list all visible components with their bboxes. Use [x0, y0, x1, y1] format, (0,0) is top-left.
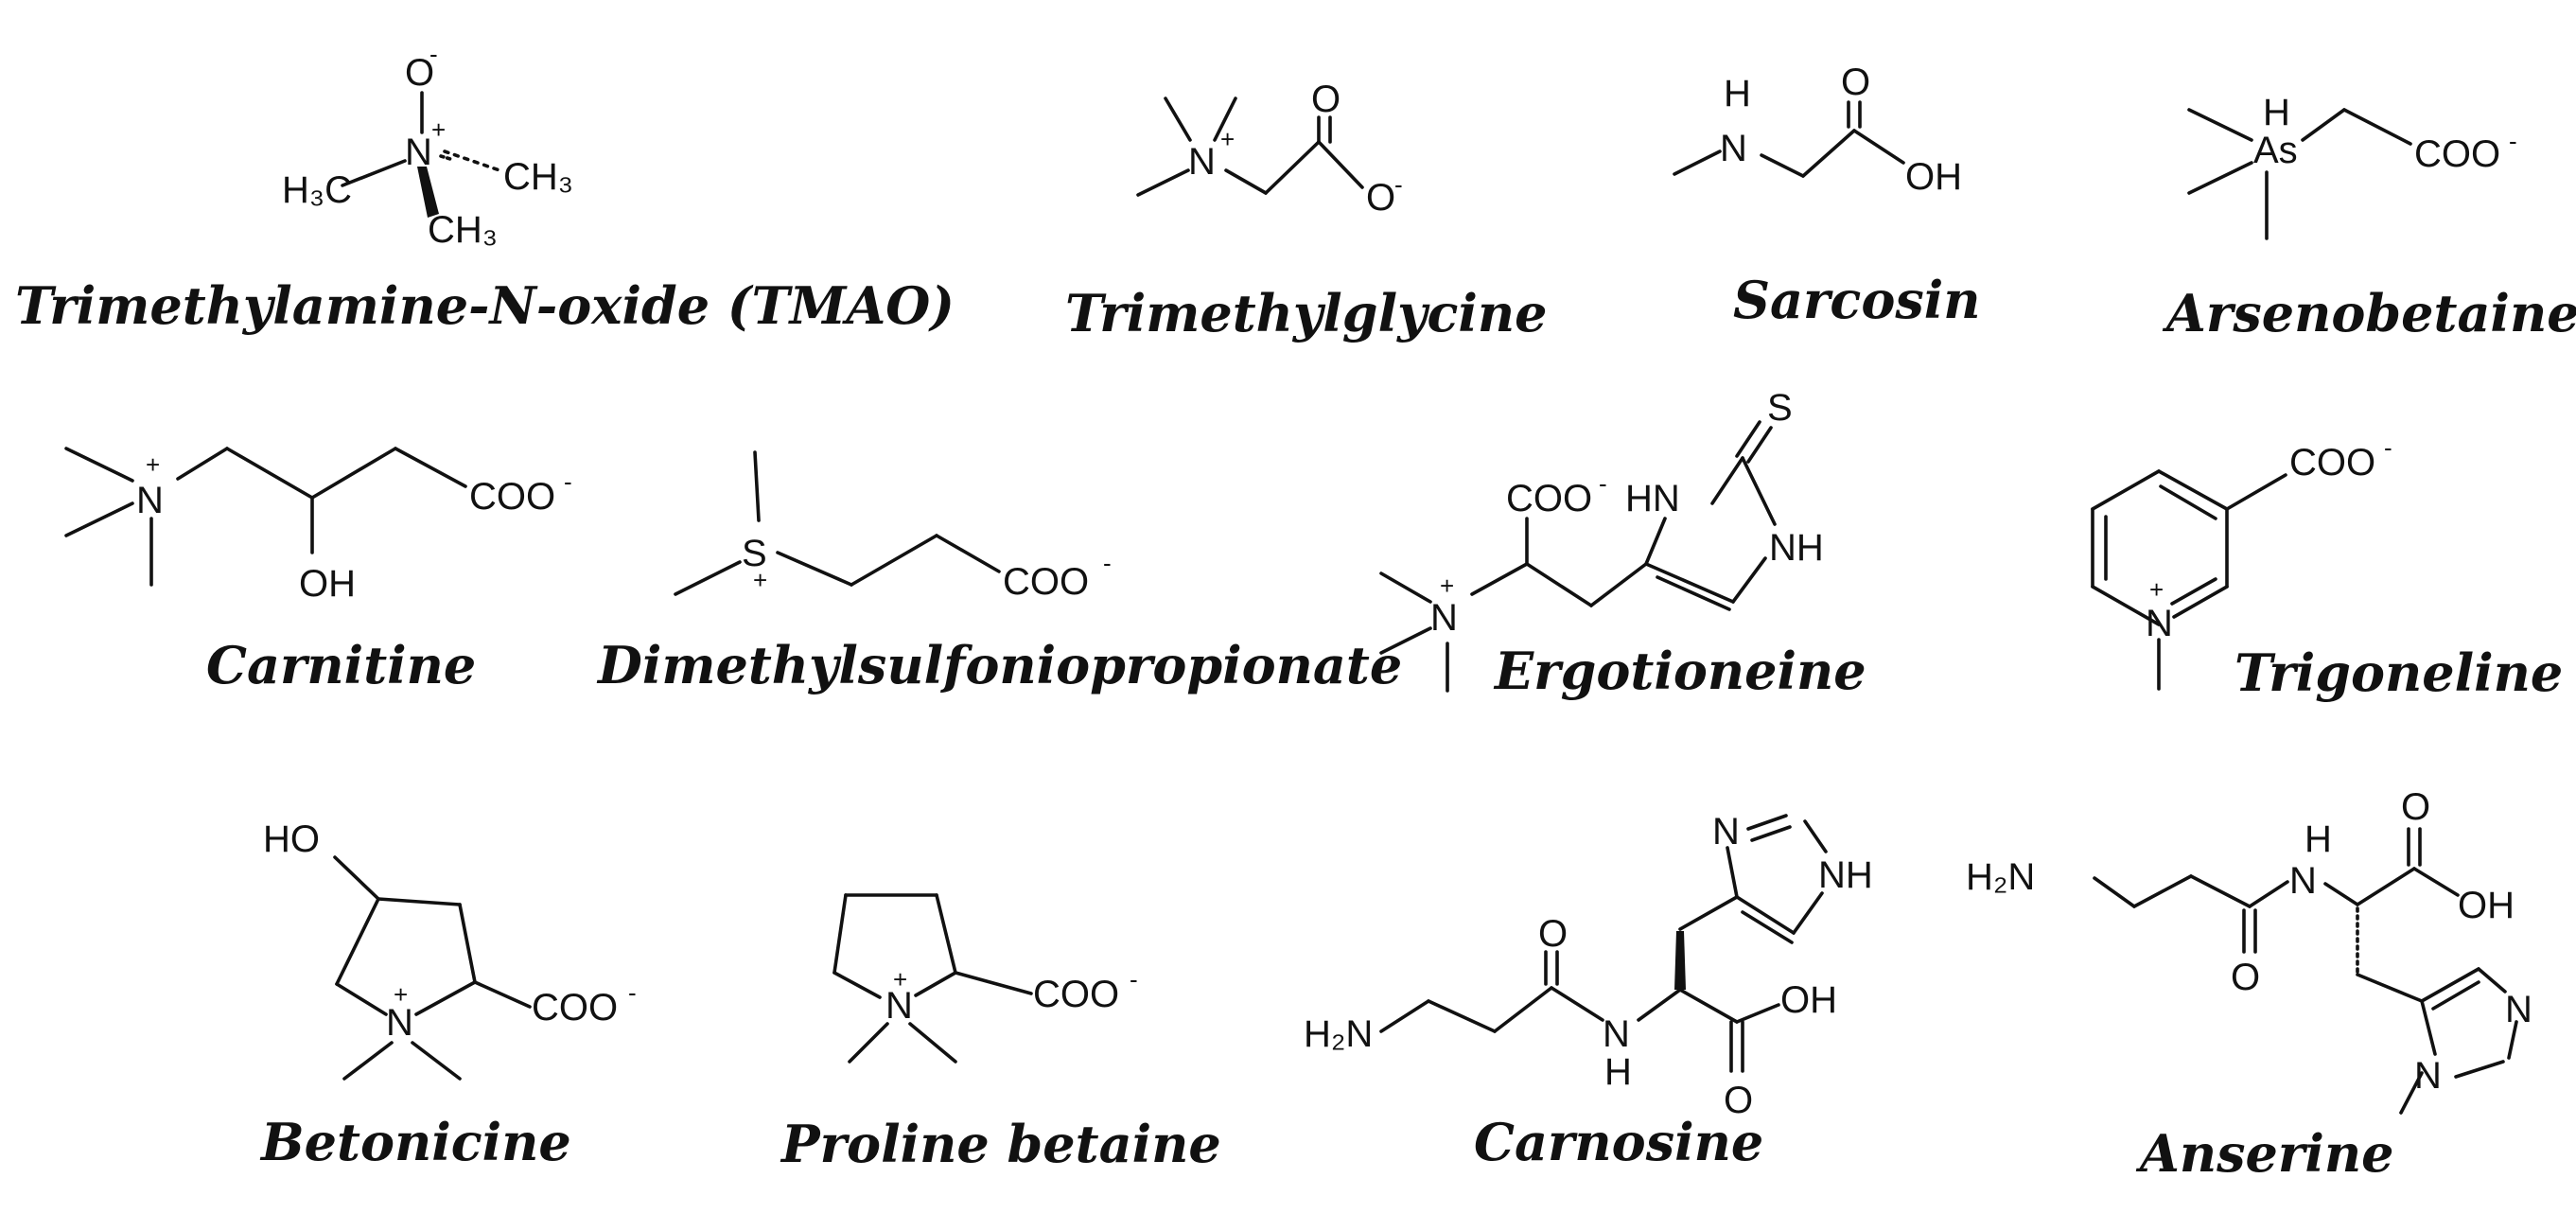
atom-oh: OH — [2458, 885, 2515, 926]
atom-coo: COO — [532, 987, 618, 1029]
molecule-carnitine: N + OH COO - Carnitine — [64, 447, 572, 695]
charge-minus: - — [1599, 469, 1607, 498]
atom-n: N — [885, 985, 913, 1027]
molecule-anserine: H₂N O H N O OH N N Anserine — [1966, 786, 2532, 1184]
atom-hn: HN — [1625, 478, 1680, 519]
atom-coo: COO — [1003, 561, 1089, 603]
atom-nh: NH — [1769, 527, 1824, 569]
atom-o: O — [1538, 913, 1568, 955]
charge-plus: + — [431, 115, 446, 144]
atom-ho: HO — [263, 818, 320, 860]
atom-n: N — [405, 132, 432, 173]
molecule-name: Anserine — [2135, 1123, 2394, 1184]
atom-n: N — [1720, 128, 1747, 169]
molecule-tmao: O - N + H₃C CH₃ CH₃ Trimethylamine-N-oxi… — [15, 40, 955, 336]
atom-coo: COO — [469, 476, 555, 518]
atom-o: O — [1311, 79, 1341, 120]
atom-h: H — [1604, 1051, 1632, 1093]
atom-n: N — [2289, 860, 2317, 902]
atom-n: N — [1430, 597, 1458, 639]
atom-ch3: CH₃ — [503, 156, 573, 198]
charge-plus: + — [394, 980, 408, 1009]
atom-coo: COO — [1033, 974, 1119, 1015]
atom-n: N — [136, 480, 164, 521]
atom-o: O — [1724, 1080, 1753, 1121]
atom-n: N — [386, 1002, 413, 1044]
molecule-trimethylglycine: N + O O - Trimethylglycine — [1065, 79, 1547, 343]
atom-o: O — [405, 52, 434, 94]
charge-plus: + — [1440, 572, 1454, 600]
molecule-name: Trimethylamine-N-oxide (TMAO) — [15, 275, 955, 336]
molecule-ergotioneine: N + COO - HN S NH Ergotioneine — [1379, 387, 1866, 701]
atom-o: O — [2231, 957, 2260, 998]
charge-minus: - — [1394, 170, 1403, 199]
atom-oh: OH — [1780, 979, 1837, 1021]
molecule-name: Arsenobetaine — [2162, 283, 2576, 343]
atom-coo: COO — [1506, 478, 1592, 519]
atom-as: As — [2253, 130, 2298, 171]
charge-minus: - — [628, 978, 637, 1007]
atom-o: O — [2401, 786, 2430, 828]
molecule-name: Trimethylglycine — [1065, 283, 1547, 343]
atom-h: H — [1724, 73, 1751, 114]
atom-coo: COO — [2289, 442, 2375, 484]
molecule-name: Ergotioneine — [1493, 641, 1866, 701]
atom-oh: OH — [1905, 156, 1962, 198]
molecule-proline-betaine: N + COO - Proline betaine — [780, 893, 1221, 1174]
molecule-sarcosin: H N O OH Sarcosin — [1673, 62, 1981, 330]
charge-minus: - — [2384, 433, 2392, 462]
atom-n: N — [2146, 603, 2173, 644]
atom-coo: COO — [2414, 133, 2500, 175]
molecule-name: Sarcosin — [1733, 270, 1981, 330]
charge-minus: - — [2509, 127, 2517, 155]
charge-minus: - — [1103, 549, 1112, 577]
atom-h: H — [2304, 818, 2332, 860]
atom-oh: OH — [299, 563, 356, 605]
molecule-trigoneline: N + COO - Trigoneline — [2091, 433, 2563, 703]
charge-plus: + — [753, 566, 767, 594]
atom-n: N — [1603, 1013, 1630, 1055]
charge-plus: + — [893, 965, 907, 994]
molecule-dmsp: S + COO - Dimethylsulfoniopropionate — [596, 450, 1402, 695]
wedge-bond — [417, 167, 439, 218]
molecule-name: Carnitine — [206, 635, 476, 695]
atom-h: H — [2263, 92, 2290, 133]
atom-h2n: H₂N — [1304, 1013, 1373, 1055]
atom-h3c: H₃C — [282, 169, 352, 211]
atom-n: N — [2505, 989, 2532, 1030]
atom-o: O — [1366, 177, 1395, 219]
charge-minus: - — [564, 467, 572, 496]
atom-h2n: H₂N — [1966, 856, 2035, 898]
atom-s: S — [742, 533, 767, 574]
wedge-bond — [1674, 931, 1686, 990]
molecule-betonicine: HO N + COO - Betonicine — [259, 818, 637, 1172]
charge-plus: + — [146, 450, 160, 479]
molecule-name: Trigoneline — [2234, 642, 2563, 703]
charge-plus: + — [1220, 125, 1235, 153]
atom-s: S — [1767, 387, 1793, 429]
molecule-carnosine: H₂N O N H N NH OH O Carnosine — [1304, 811, 1873, 1172]
charge-minus: - — [429, 40, 438, 68]
atom-nh: NH — [1818, 854, 1873, 896]
charge-minus: - — [1130, 965, 1138, 994]
atom-n: N — [1188, 141, 1216, 183]
molecule-name: Dimethylsulfoniopropionate — [596, 635, 1402, 695]
atom-ch3: CH₃ — [428, 209, 498, 251]
molecule-name: Proline betaine — [780, 1114, 1221, 1174]
atom-n: N — [2414, 1055, 2442, 1097]
molecule-arsenobetaine: H As COO - Arsenobetaine — [2162, 92, 2576, 343]
molecule-name: Betonicine — [259, 1112, 571, 1172]
molecule-name: Carnosine — [1474, 1112, 1763, 1172]
charge-plus: + — [2149, 575, 2164, 604]
atom-o: O — [1841, 62, 1870, 103]
atom-n: N — [1712, 811, 1740, 853]
